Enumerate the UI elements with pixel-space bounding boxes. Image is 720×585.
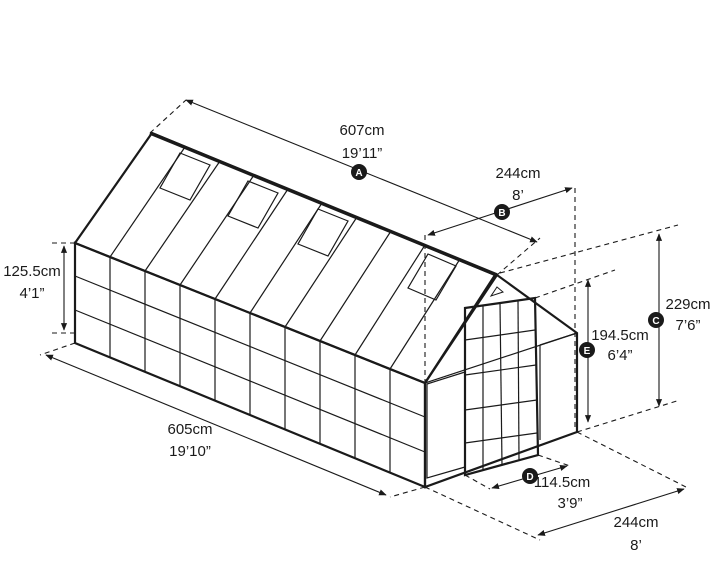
roof-vent-3	[297, 208, 349, 257]
badge-c-letter: C	[652, 316, 659, 327]
badge-b	[494, 204, 510, 220]
gable-end-outline	[423, 273, 579, 489]
dim-a-ext-left	[149, 99, 187, 134]
greenhouse-illustration	[73, 131, 579, 489]
badge-d	[522, 468, 538, 484]
roof-vent-4	[407, 253, 457, 301]
gable-rail-right	[539, 332, 578, 346]
dim-d-ext-right	[537, 454, 571, 467]
dim-base-wid-imperial: 8’	[630, 537, 642, 554]
door-split	[499, 302, 503, 466]
dim-c-metric: 229cm	[665, 296, 710, 313]
dim-base-wid-metric: 244cm	[613, 514, 658, 531]
dim-base-wid-ext-left	[424, 486, 541, 541]
roof-vent-1	[159, 152, 211, 201]
dim-side-imperial: 4’1”	[19, 285, 44, 302]
badge-e-letter: E	[584, 346, 591, 357]
dim-a-imperial: 19’11”	[342, 145, 383, 162]
ridge-logo-icon	[489, 286, 505, 297]
dim-b-imperial: 8’	[512, 187, 524, 204]
badge-c	[648, 312, 664, 328]
badge-d-letter: D	[526, 472, 533, 483]
door-panels	[464, 299, 538, 470]
dim-base-wid-ext-right	[576, 431, 689, 489]
gable-panel-left	[426, 371, 466, 479]
dim-base-len-metric: 605cm	[167, 421, 212, 438]
dim-base-wid-line	[537, 488, 685, 536]
dim-a-metric: 607cm	[339, 122, 384, 139]
dim-e-imperial: 6’4”	[607, 347, 632, 364]
badge-a	[351, 164, 367, 180]
dim-e-ext-top	[534, 269, 616, 299]
roof-vent-2	[227, 180, 279, 229]
dim-c-ext-bottom	[576, 399, 681, 433]
dim-c-imperial: 7’6”	[675, 317, 700, 334]
side-wall-posts	[109, 257, 391, 473]
dim-c-ext-top	[499, 224, 679, 274]
dim-a-ext-right	[496, 237, 541, 276]
dim-base-len-imperial: 19’10”	[169, 443, 211, 460]
dim-base-len-ext-right	[389, 486, 426, 498]
dim-b-metric: 244cm	[495, 165, 540, 182]
badge-b-letter: B	[498, 208, 505, 219]
dim-e-metric: 194.5cm	[591, 327, 649, 344]
dim-d-ext-left	[464, 474, 491, 490]
dim-base-len-ext-left	[39, 342, 76, 356]
dim-side-metric: 125.5cm	[3, 263, 61, 280]
badge-e	[579, 342, 595, 358]
dim-d-metric: 114.5cm	[534, 474, 590, 491]
badge-a-letter: A	[355, 168, 362, 179]
dim-base-len-line	[45, 354, 387, 496]
dim-d-imperial: 3’9”	[557, 495, 582, 512]
